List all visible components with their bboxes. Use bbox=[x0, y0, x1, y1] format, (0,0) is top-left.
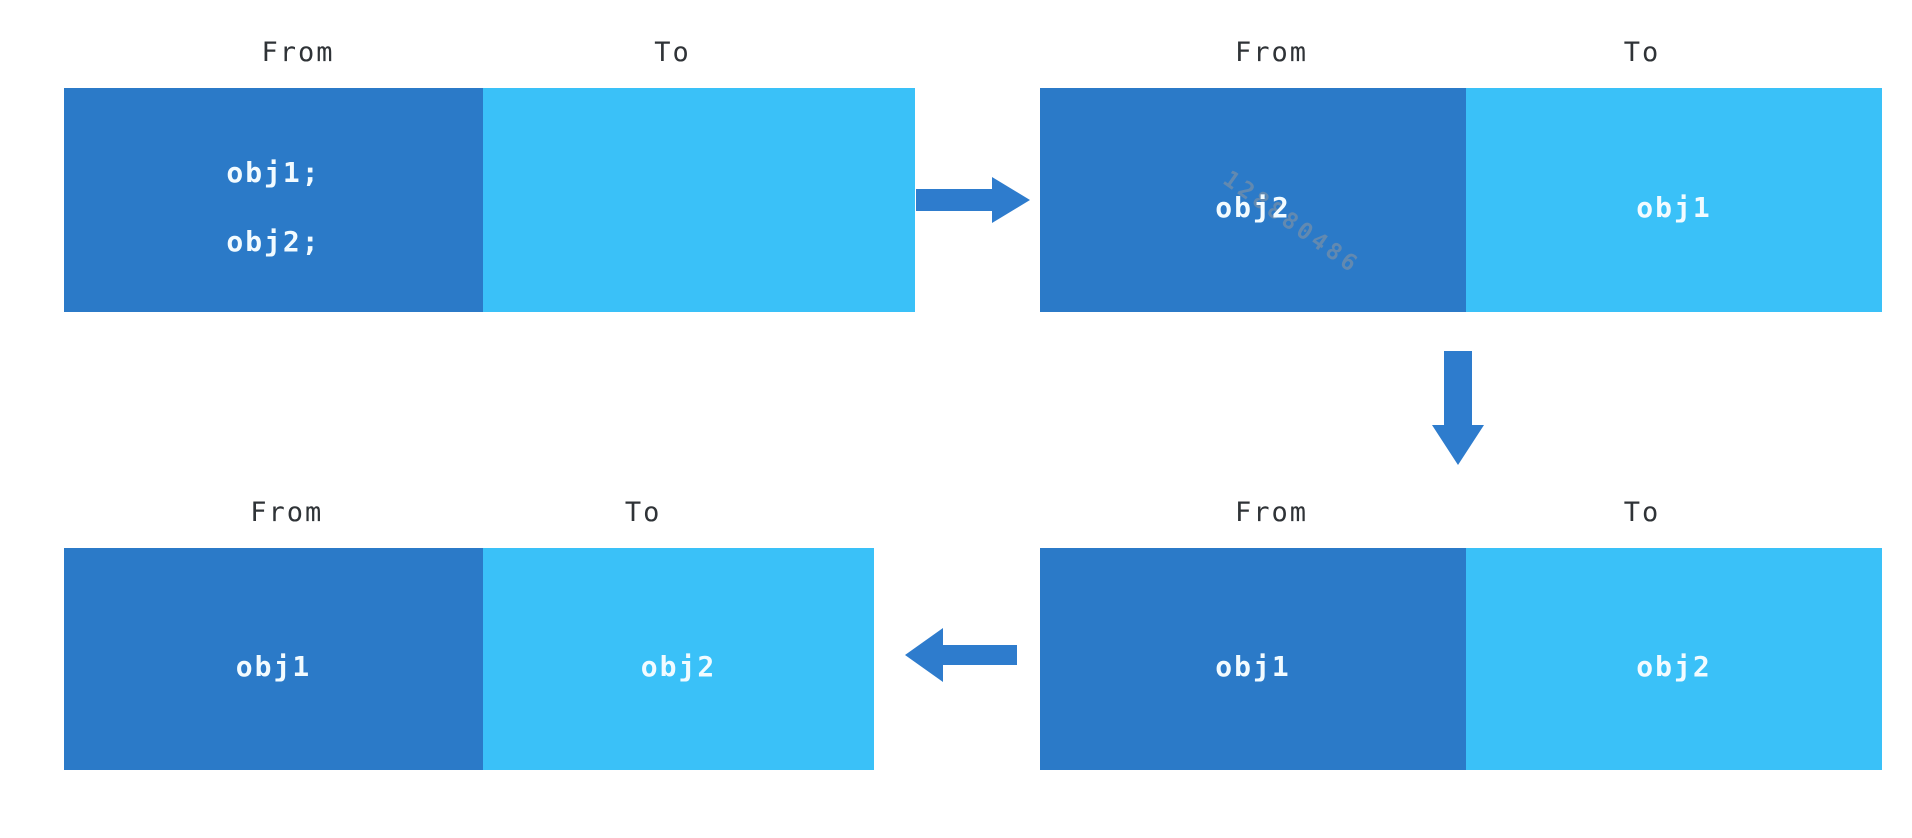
from-space-label: From bbox=[1235, 497, 1309, 528]
panel-bottom-left: From To obj1 obj2 bbox=[64, 485, 874, 770]
from-space-region: 128880486 obj2 bbox=[1040, 88, 1466, 312]
to-space-region: obj2 bbox=[483, 548, 874, 770]
to-space-label: To bbox=[1623, 497, 1661, 528]
from-space-region: obj1 bbox=[64, 548, 483, 770]
from-space-region: obj1; obj2; bbox=[64, 88, 483, 312]
panel-top-left-labels: From To bbox=[64, 25, 915, 88]
object-label: obj1 bbox=[1636, 190, 1712, 224]
panel-top-right-box: 128880486 obj2 obj1 bbox=[1040, 88, 1882, 312]
to-space-label: To bbox=[624, 497, 662, 528]
panel-bottom-right-labels: From To bbox=[1040, 485, 1882, 548]
to-space-label: To bbox=[654, 37, 691, 68]
arrow-left-icon bbox=[905, 628, 1017, 682]
to-space-region bbox=[483, 88, 915, 312]
to-space-region: obj1 bbox=[1466, 88, 1882, 312]
to-space-label: To bbox=[1623, 37, 1661, 68]
panel-top-right-labels: From To bbox=[1040, 25, 1882, 88]
object-label: obj1; bbox=[226, 156, 321, 189]
object-label: obj2 bbox=[1636, 649, 1712, 683]
panel-bottom-left-labels: From To bbox=[64, 485, 874, 548]
object-label: obj2; bbox=[226, 225, 321, 258]
object-label: obj1 bbox=[1215, 649, 1291, 683]
from-space-label: From bbox=[250, 497, 324, 528]
panel-bottom-left-box: obj1 obj2 bbox=[64, 548, 874, 770]
panel-top-left-box: obj1; obj2; bbox=[64, 88, 915, 312]
from-space-label: From bbox=[261, 37, 335, 68]
panel-top-left: From To obj1; obj2; bbox=[64, 25, 915, 312]
panel-top-right: From To 128880486 obj2 obj1 bbox=[1040, 25, 1882, 312]
arrow-right-icon bbox=[916, 177, 1030, 223]
object-label: obj2 bbox=[1215, 190, 1291, 224]
object-label: obj2 bbox=[640, 649, 717, 683]
from-space-label: From bbox=[1235, 37, 1309, 68]
from-space-region: obj1 bbox=[1040, 548, 1466, 770]
panel-bottom-right-box: obj1 obj2 bbox=[1040, 548, 1882, 770]
arrow-down-icon bbox=[1432, 351, 1484, 465]
to-space-region: obj2 bbox=[1466, 548, 1882, 770]
object-label: obj1 bbox=[235, 649, 312, 683]
panel-bottom-right: From To obj1 obj2 bbox=[1040, 485, 1882, 770]
